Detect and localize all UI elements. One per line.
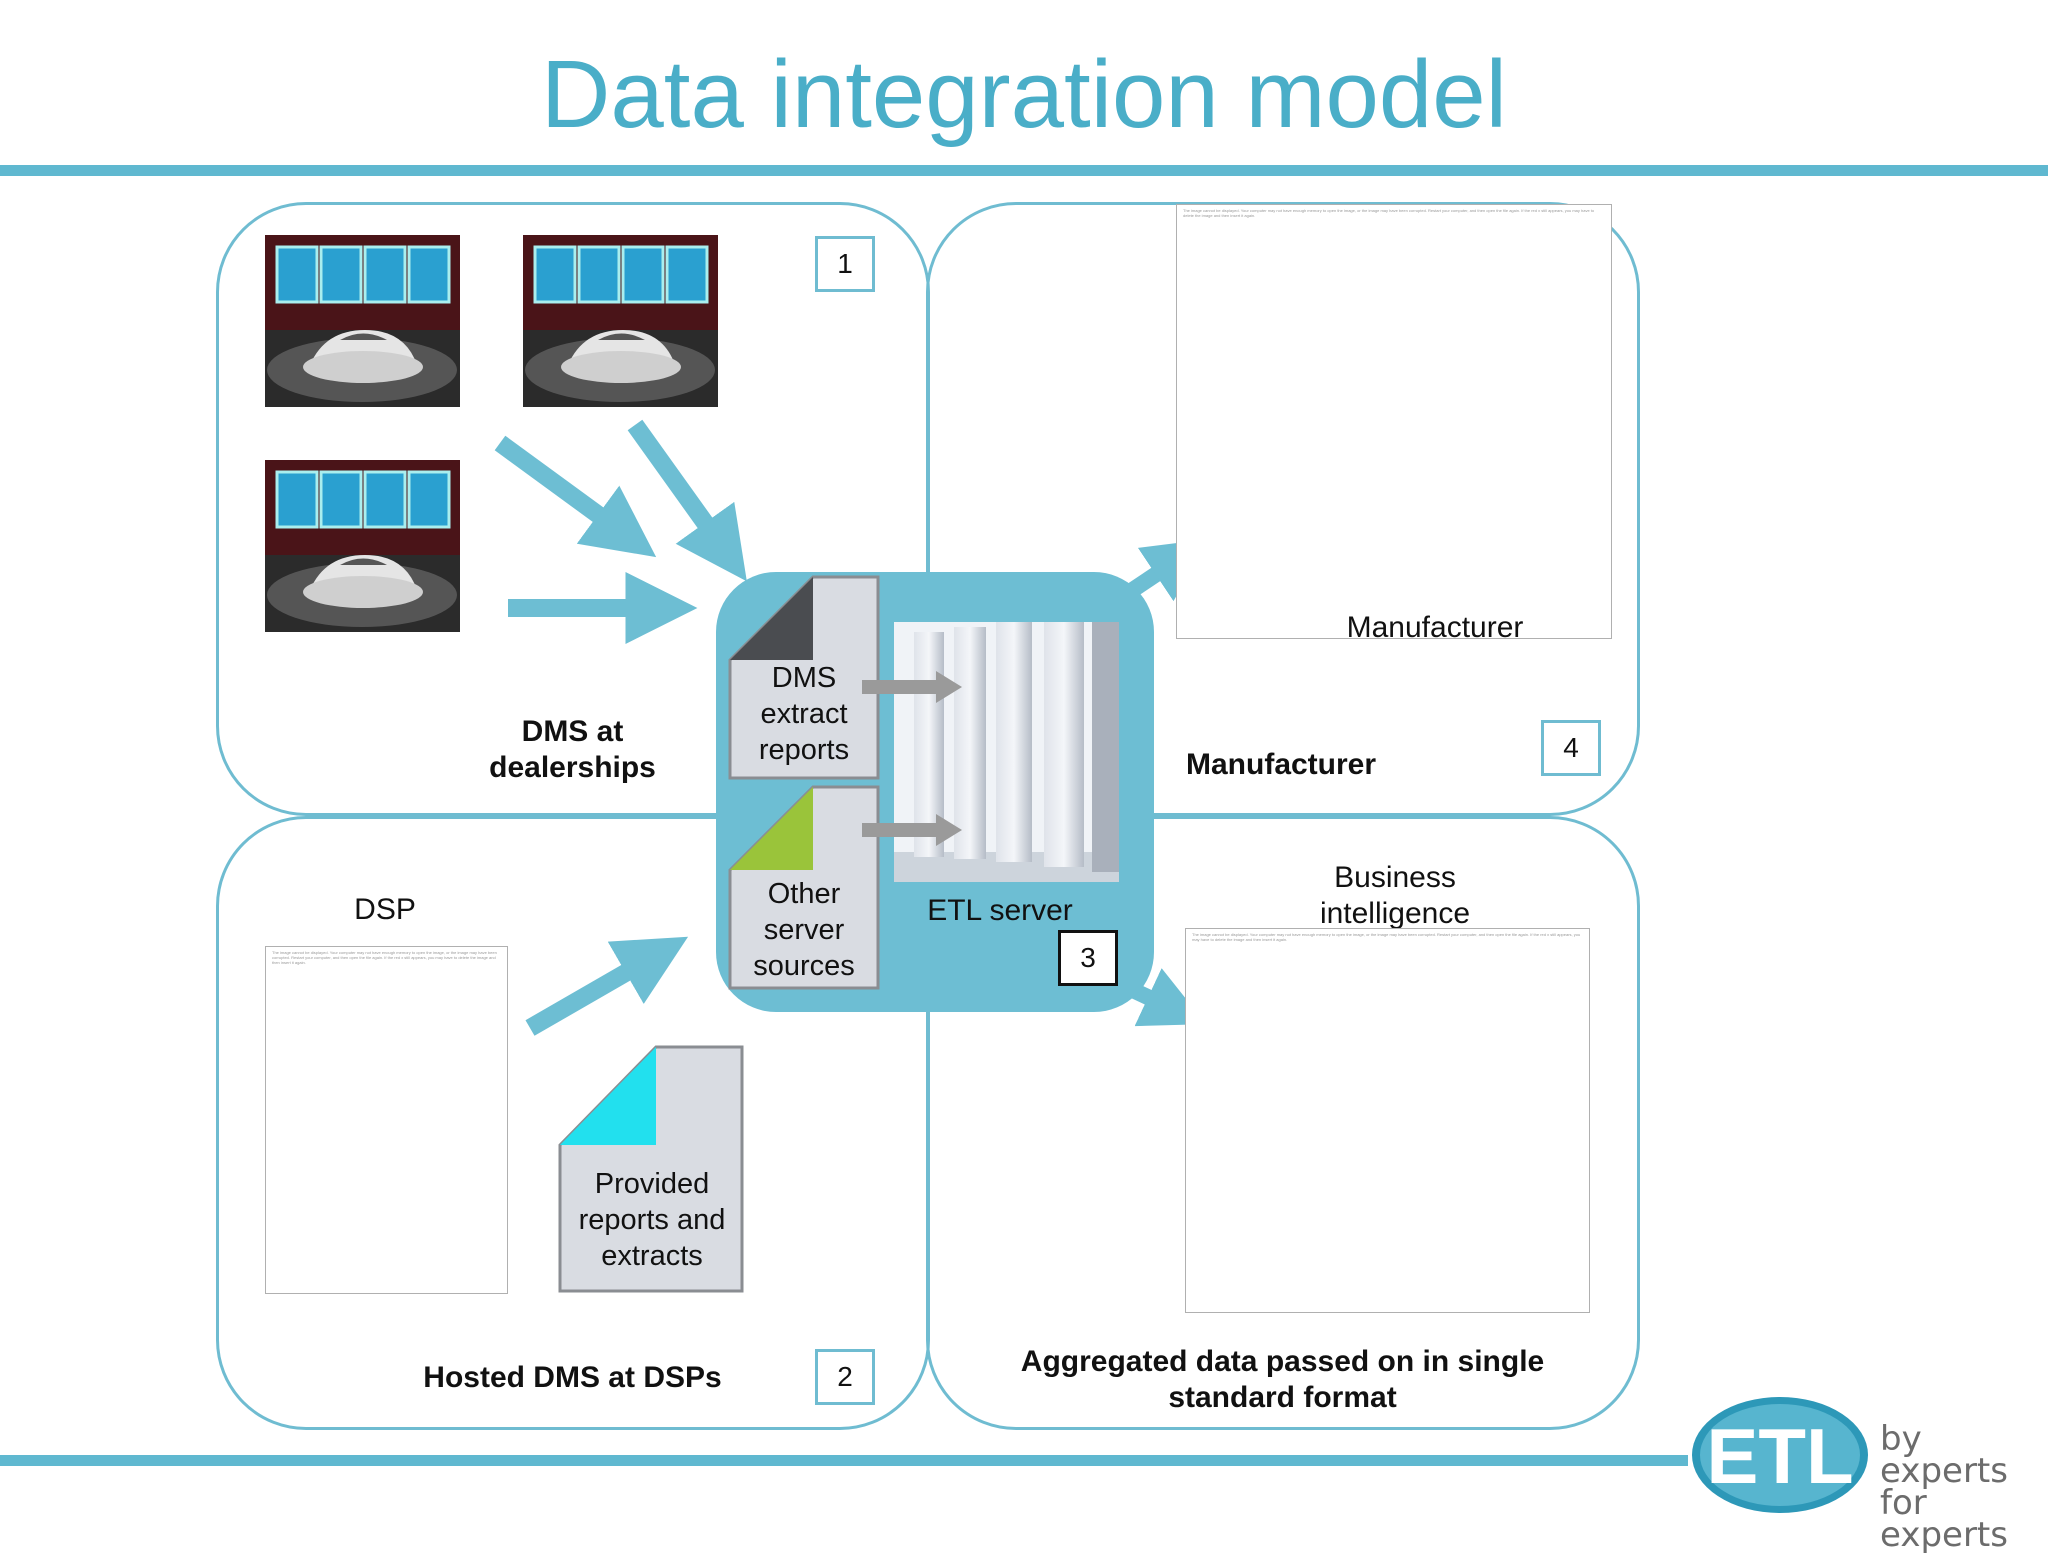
step-number-1: 1 (815, 236, 875, 292)
caption-manufacturer: Manufacturer (1186, 748, 1377, 781)
document-provided-reports-icon (558, 1045, 744, 1293)
manufacturer-image-placeholder: The image cannot be displayed. Your comp… (1176, 204, 1612, 639)
manufacturer-image-label: Manufacturer (1346, 611, 1524, 644)
caption-hosted-dms: Hosted DMS at DSPs (423, 1361, 722, 1394)
bottom-rule (0, 1455, 1688, 1466)
quadrant-business-intelligence (926, 816, 1640, 1430)
document-other-sources-label: Other server sources (753, 878, 855, 982)
business-intelligence-label: Business intelligence (1319, 861, 1471, 930)
document-other-sources-icon (728, 785, 880, 990)
business-intelligence-image-placeholder: The image cannot be displayed. Your comp… (1185, 928, 1590, 1313)
arrow-dealer-to-etl (627, 419, 747, 582)
logo-tagline: by experts for experts (1880, 1419, 2008, 1555)
caption-aggregated-data: Aggregated data passed on in single stan… (1020, 1345, 1545, 1414)
step-number-3: 3 (1058, 930, 1118, 986)
etl-logo-letters: ETL (1706, 1412, 1853, 1500)
etl-logo-mark-icon: ETL (1692, 1397, 1868, 1513)
step-number-2: 2 (815, 1349, 875, 1405)
arrow-dsp-to-etl (525, 936, 689, 1036)
dsp-image-placeholder: The image cannot be displayed. Your comp… (265, 946, 508, 1294)
arrow-dealer-to-etl (494, 435, 657, 558)
step-number-4: 4 (1541, 720, 1601, 776)
dealership-car-image (265, 235, 460, 407)
grey-arrows (862, 671, 962, 846)
dealership-car-image (523, 235, 718, 407)
caption-dms-at-dealerships: DMS at dealerships (489, 715, 656, 784)
top-rule (0, 165, 2048, 176)
etl-logo: ETL by experts for experts (1690, 1395, 2040, 1552)
etl-server-image (894, 622, 1119, 882)
etl-server-label: ETL server (927, 894, 1073, 927)
document-dms-extract-label: DMS extract reports (758, 662, 850, 766)
quadrant-manufacturer (926, 202, 1640, 816)
dsp-label: DSP (354, 893, 416, 926)
document-dms-extract-icon (728, 575, 880, 780)
document-provided-reports-label: Provided reports and extracts (578, 1168, 726, 1272)
dealership-car-image (265, 460, 460, 632)
page-title: Data integration model (541, 41, 1507, 148)
